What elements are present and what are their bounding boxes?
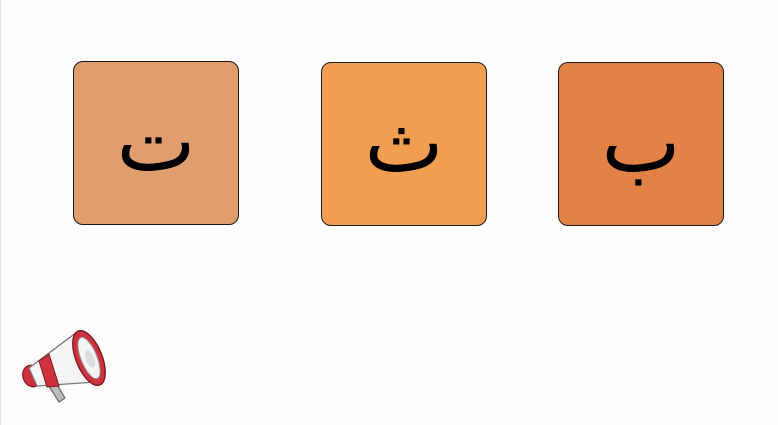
letter-card-tha[interactable]: ث <box>321 62 487 226</box>
letter-ta: ت <box>116 92 196 190</box>
letter-card-ta[interactable]: ت <box>73 61 239 225</box>
megaphone-icon[interactable] <box>19 324 109 410</box>
letter-tha: ث <box>364 93 444 191</box>
letter-card-ba[interactable]: ب <box>558 62 724 226</box>
letter-ba: ب <box>601 93 681 191</box>
